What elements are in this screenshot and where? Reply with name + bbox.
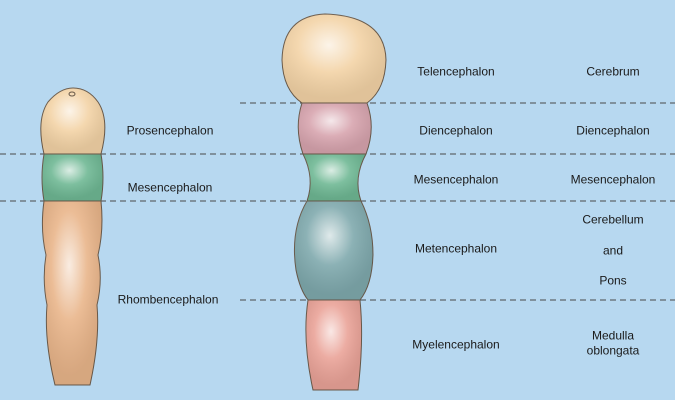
label-oblongata: oblongata (586, 343, 640, 358)
five-vesicle-tube (281, 13, 387, 391)
label-cerebrum: Cerebrum (586, 64, 640, 79)
three-vesicle-tube (40, 87, 106, 386)
label-medulla: Medulla (591, 328, 635, 343)
label-pons: Pons (599, 273, 627, 288)
label-metencephalon: Metencephalon (414, 241, 498, 256)
label-prosencephalon: Prosencephalon (126, 123, 214, 138)
label-diencephalon: Diencephalon (419, 123, 493, 138)
label-mesencephalon-primary: Mesencephalon (127, 180, 213, 195)
label-cerebellum: Cerebellum (582, 212, 644, 227)
label-mesencephalon-secondary: Mesencephalon (413, 172, 499, 187)
label-and: and (602, 243, 624, 258)
label-myelencephalon: Myelencephalon (412, 337, 500, 352)
label-diencephalon-adult: Diencephalon (576, 123, 650, 138)
label-rhombencephalon: Rhombencephalon (117, 292, 219, 307)
label-telencephalon: Telencephalon (417, 64, 495, 79)
label-mesencephalon-adult: Mesencephalon (570, 172, 656, 187)
neuropore (68, 91, 76, 97)
